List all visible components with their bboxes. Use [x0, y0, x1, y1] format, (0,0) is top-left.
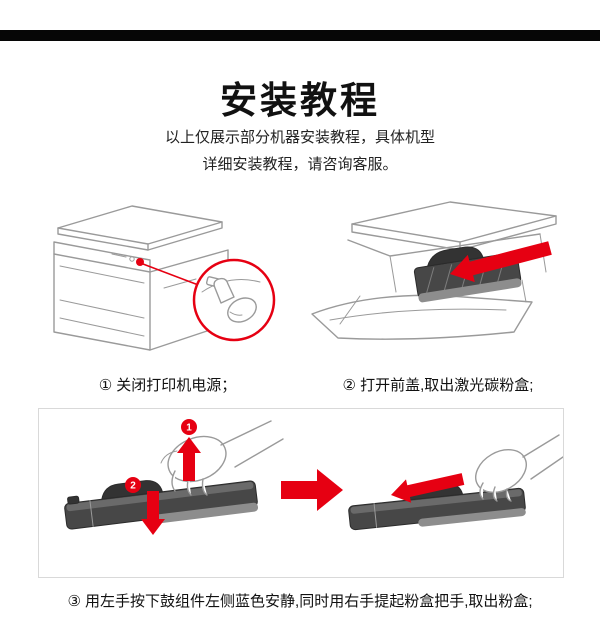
pressing-hand-icon [213, 277, 257, 323]
press-down-arrow-icon [141, 491, 165, 535]
printer-body [53, 205, 229, 351]
drum-roller [418, 508, 526, 527]
step2-caption: ② 打开前盖,取出激光碳粉盒; [342, 377, 534, 394]
magnifier-circle [192, 258, 276, 342]
magnifier-leader-line [142, 263, 202, 287]
subtitle-line-1: 以上仅展示部分机器安装教程，具体机型 [164, 129, 435, 146]
subtitle: 以上仅展示部分机器安装教程，具体机型详细安装教程，请咨询客服。 [0, 124, 600, 178]
subtitle-line-2: 详细安装教程，请咨询客服。 [202, 156, 398, 173]
cartridge-handle [426, 246, 484, 267]
marker-1-label: 1 [186, 423, 192, 434]
pull-out-arrow-icon [450, 241, 552, 283]
power-button-dot [136, 258, 144, 266]
step1-illustration [44, 196, 290, 374]
drum-unit-left [64, 480, 259, 530]
drum-roller [152, 502, 259, 524]
right-hand-icon [475, 434, 564, 502]
top-divider-bar [0, 30, 600, 41]
page-title: 安装教程 [220, 80, 380, 121]
release-button [67, 495, 80, 505]
marker-1-badge [181, 419, 197, 435]
printer-line-drawing [53, 205, 276, 351]
toner-cartridge-right [348, 483, 526, 531]
next-step-arrow-icon [281, 469, 343, 511]
step2-illustration [300, 196, 572, 374]
left-hand-icon [160, 420, 284, 496]
marker-2-badge [125, 477, 141, 493]
open-printer-line-drawing [311, 201, 557, 340]
printer-body-open [311, 201, 557, 340]
lift-up-arrow-icon [177, 437, 201, 481]
marker-2-label: 2 [130, 481, 136, 492]
remove-arrow-icon [391, 473, 465, 503]
open-front-cover-tray [311, 294, 533, 340]
step3-caption: ③ 用左手按下鼓组件左侧蓝色安静,同时用右手提起粉盒把手,取出粉盒; [67, 593, 533, 610]
step1-caption: ① 关闭打印机电源； [98, 377, 237, 394]
drum-roller [418, 278, 522, 303]
step3-illustration: 1 2 [38, 408, 564, 578]
cartridge-removal-drawing: 1 2 [64, 419, 564, 535]
